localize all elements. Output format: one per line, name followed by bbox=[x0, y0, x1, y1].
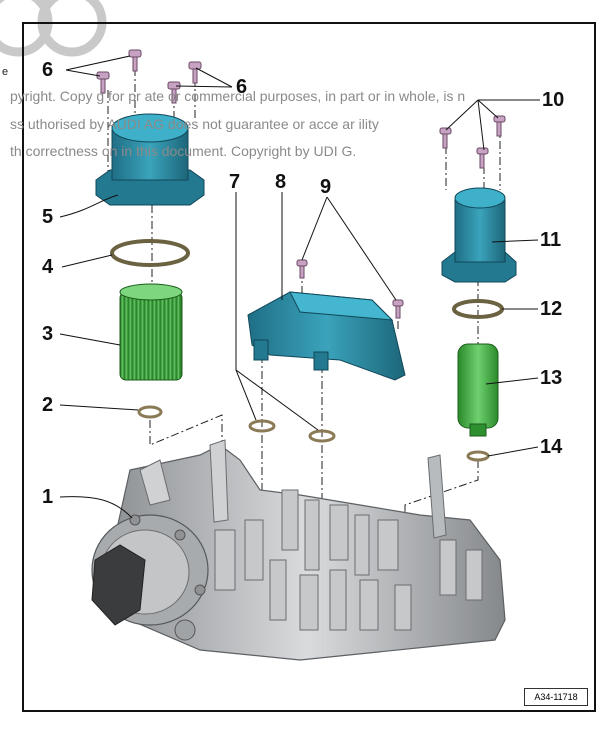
o-ring-4 bbox=[110, 239, 190, 267]
filter-element-right bbox=[457, 343, 499, 437]
seal-7b bbox=[308, 429, 336, 443]
callout-14: 14 bbox=[540, 436, 563, 458]
stray-letter: e bbox=[2, 66, 9, 78]
copyright-watermark-line2: ss uthorised by AUDI AG does not guarant… bbox=[10, 116, 379, 132]
callout-6-right: 6 bbox=[236, 76, 248, 98]
leader-lines bbox=[59, 55, 540, 519]
callout-8: 8 bbox=[275, 171, 287, 193]
filter-element-left bbox=[119, 283, 183, 381]
callout-9: 9 bbox=[320, 176, 332, 198]
callout-12: 12 bbox=[540, 298, 563, 320]
callout-5: 5 bbox=[42, 206, 54, 228]
diagram-frame bbox=[22, 22, 596, 712]
valve-body-housing bbox=[91, 439, 506, 661]
callout-6-left: 6 bbox=[42, 59, 54, 81]
copyright-watermark-line3: th correctness on in this document. Copy… bbox=[10, 143, 357, 159]
callout-11: 11 bbox=[540, 229, 562, 251]
callout-10: 10 bbox=[542, 89, 565, 111]
filter-cover-right bbox=[441, 187, 517, 283]
callout-2: 2 bbox=[42, 394, 54, 416]
reference-code: A34-11718 bbox=[524, 688, 588, 706]
callout-1: 1 bbox=[42, 486, 54, 508]
filter-cover-left bbox=[95, 113, 205, 206]
seal-14 bbox=[466, 450, 490, 462]
callout-7: 7 bbox=[229, 171, 241, 193]
callout-13: 13 bbox=[540, 367, 563, 389]
copyright-watermark-line1: pyright. Copy g for pr ate or commercial… bbox=[10, 88, 466, 104]
callout-4: 4 bbox=[42, 256, 54, 278]
seal-7a bbox=[248, 419, 276, 433]
seal-2 bbox=[137, 405, 163, 419]
bolts bbox=[96, 49, 506, 319]
callout-3: 3 bbox=[42, 323, 54, 345]
cover-plate bbox=[247, 291, 406, 381]
